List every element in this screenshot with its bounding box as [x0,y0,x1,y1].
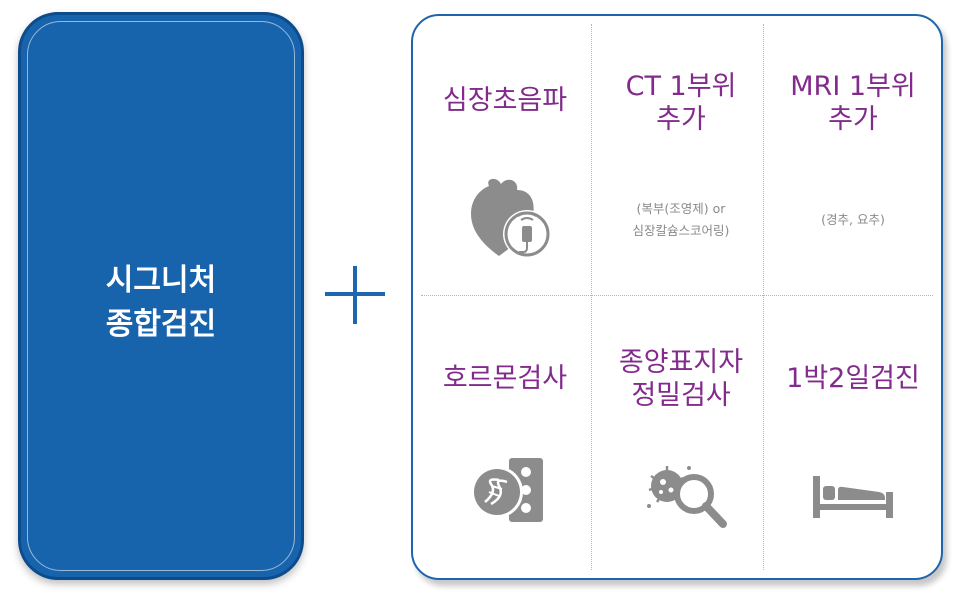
option-note: (경추, 요추) [821,212,885,227]
bed-icon [813,476,893,518]
option-tumor-marker-test: 종양표지자 정밀검사 [593,296,769,574]
option-mri-scan: MRI 1부위 추가 (경추, 요추) [765,16,941,294]
options-panel: 심장초음파 CT 1부위 추가 (복부(조영제) or 심장칼슘스코어링) MR… [411,14,943,580]
card-title-line2: 종합검진 [105,307,217,342]
cell-magnifier-icon [647,466,727,528]
option-hormone-test: 호르몬검사 [417,296,593,574]
dna-test-icon [471,458,543,522]
option-title: CT 1부위 추가 [625,71,737,135]
option-title: 종양표지자 정밀검사 [618,347,744,411]
option-overnight-checkup: 1박2일검진 [765,296,941,574]
divider [421,295,933,296]
divider [763,24,764,570]
signature-checkup-card: 시그니처 종합검진 [18,12,304,580]
card-title: 시그니처 종합검진 [106,259,216,347]
option-echocardiography: 심장초음파 [417,16,593,294]
heart-ultrasound-icon [471,178,551,258]
option-title: 호르몬검사 [442,363,568,394]
option-title: MRI 1부위 추가 [790,71,916,135]
option-title: 심장초음파 [442,85,568,116]
option-ct-scan: CT 1부위 추가 (복부(조영제) or 심장칼슘스코어링) [593,16,769,294]
divider [591,24,592,570]
plus-icon [325,266,385,324]
option-note: (복부(조영제) or 심장칼슘스코어링) [632,201,730,238]
card-title-line1: 시그니처 [105,263,217,298]
option-title: 1박2일검진 [786,363,920,394]
